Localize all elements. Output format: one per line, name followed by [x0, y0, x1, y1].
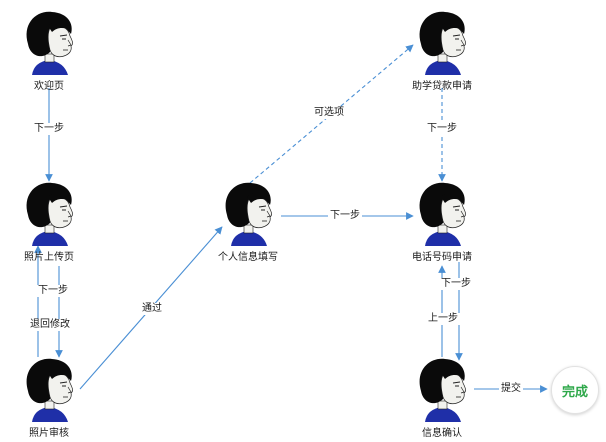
edge-label-review-upload: 退回修改: [28, 319, 72, 331]
edge-label-confirm-done: 提交: [499, 383, 523, 395]
avatar-photo-upload-icon: [26, 182, 73, 246]
avatar-photo-review-icon: [26, 358, 73, 422]
node-label-photo-upload: 照片上传页: [24, 252, 74, 263]
node-label-student-loan: 助学贷款申请: [412, 81, 472, 92]
edge-label-phone-confirm: 下一步: [439, 278, 473, 290]
node-label-phone-apply: 电话号码申请: [412, 252, 472, 263]
avatar-student-loan-icon: [419, 11, 466, 75]
avatar-phone-apply-icon: [419, 182, 466, 246]
done-label: 完成: [561, 384, 588, 400]
avatar-info-confirm-icon: [419, 358, 466, 422]
edge-label-confirm-phone: 上一步: [426, 313, 460, 325]
edge-label-upload-review: 下一步: [36, 285, 70, 297]
edge-label-info-phone: 下一步: [328, 210, 362, 222]
avatar-welcome-icon: [26, 11, 73, 75]
node-label-welcome: 欢迎页: [34, 81, 64, 92]
edge-label-loan-phone: 下一步: [425, 123, 459, 135]
node-label-info-confirm: 信息确认: [422, 428, 462, 439]
avatar-personal-info-icon: [225, 182, 272, 246]
node-label-photo-review: 照片审核: [29, 428, 69, 439]
edge-label-welcome-upload: 下一步: [32, 123, 66, 135]
edge-label-info-loan: 可选项: [312, 107, 346, 119]
node-label-personal-info: 个人信息填写: [218, 252, 278, 263]
done-node: 完成: [551, 366, 599, 414]
edge-label-review-info: 通过: [140, 303, 164, 315]
